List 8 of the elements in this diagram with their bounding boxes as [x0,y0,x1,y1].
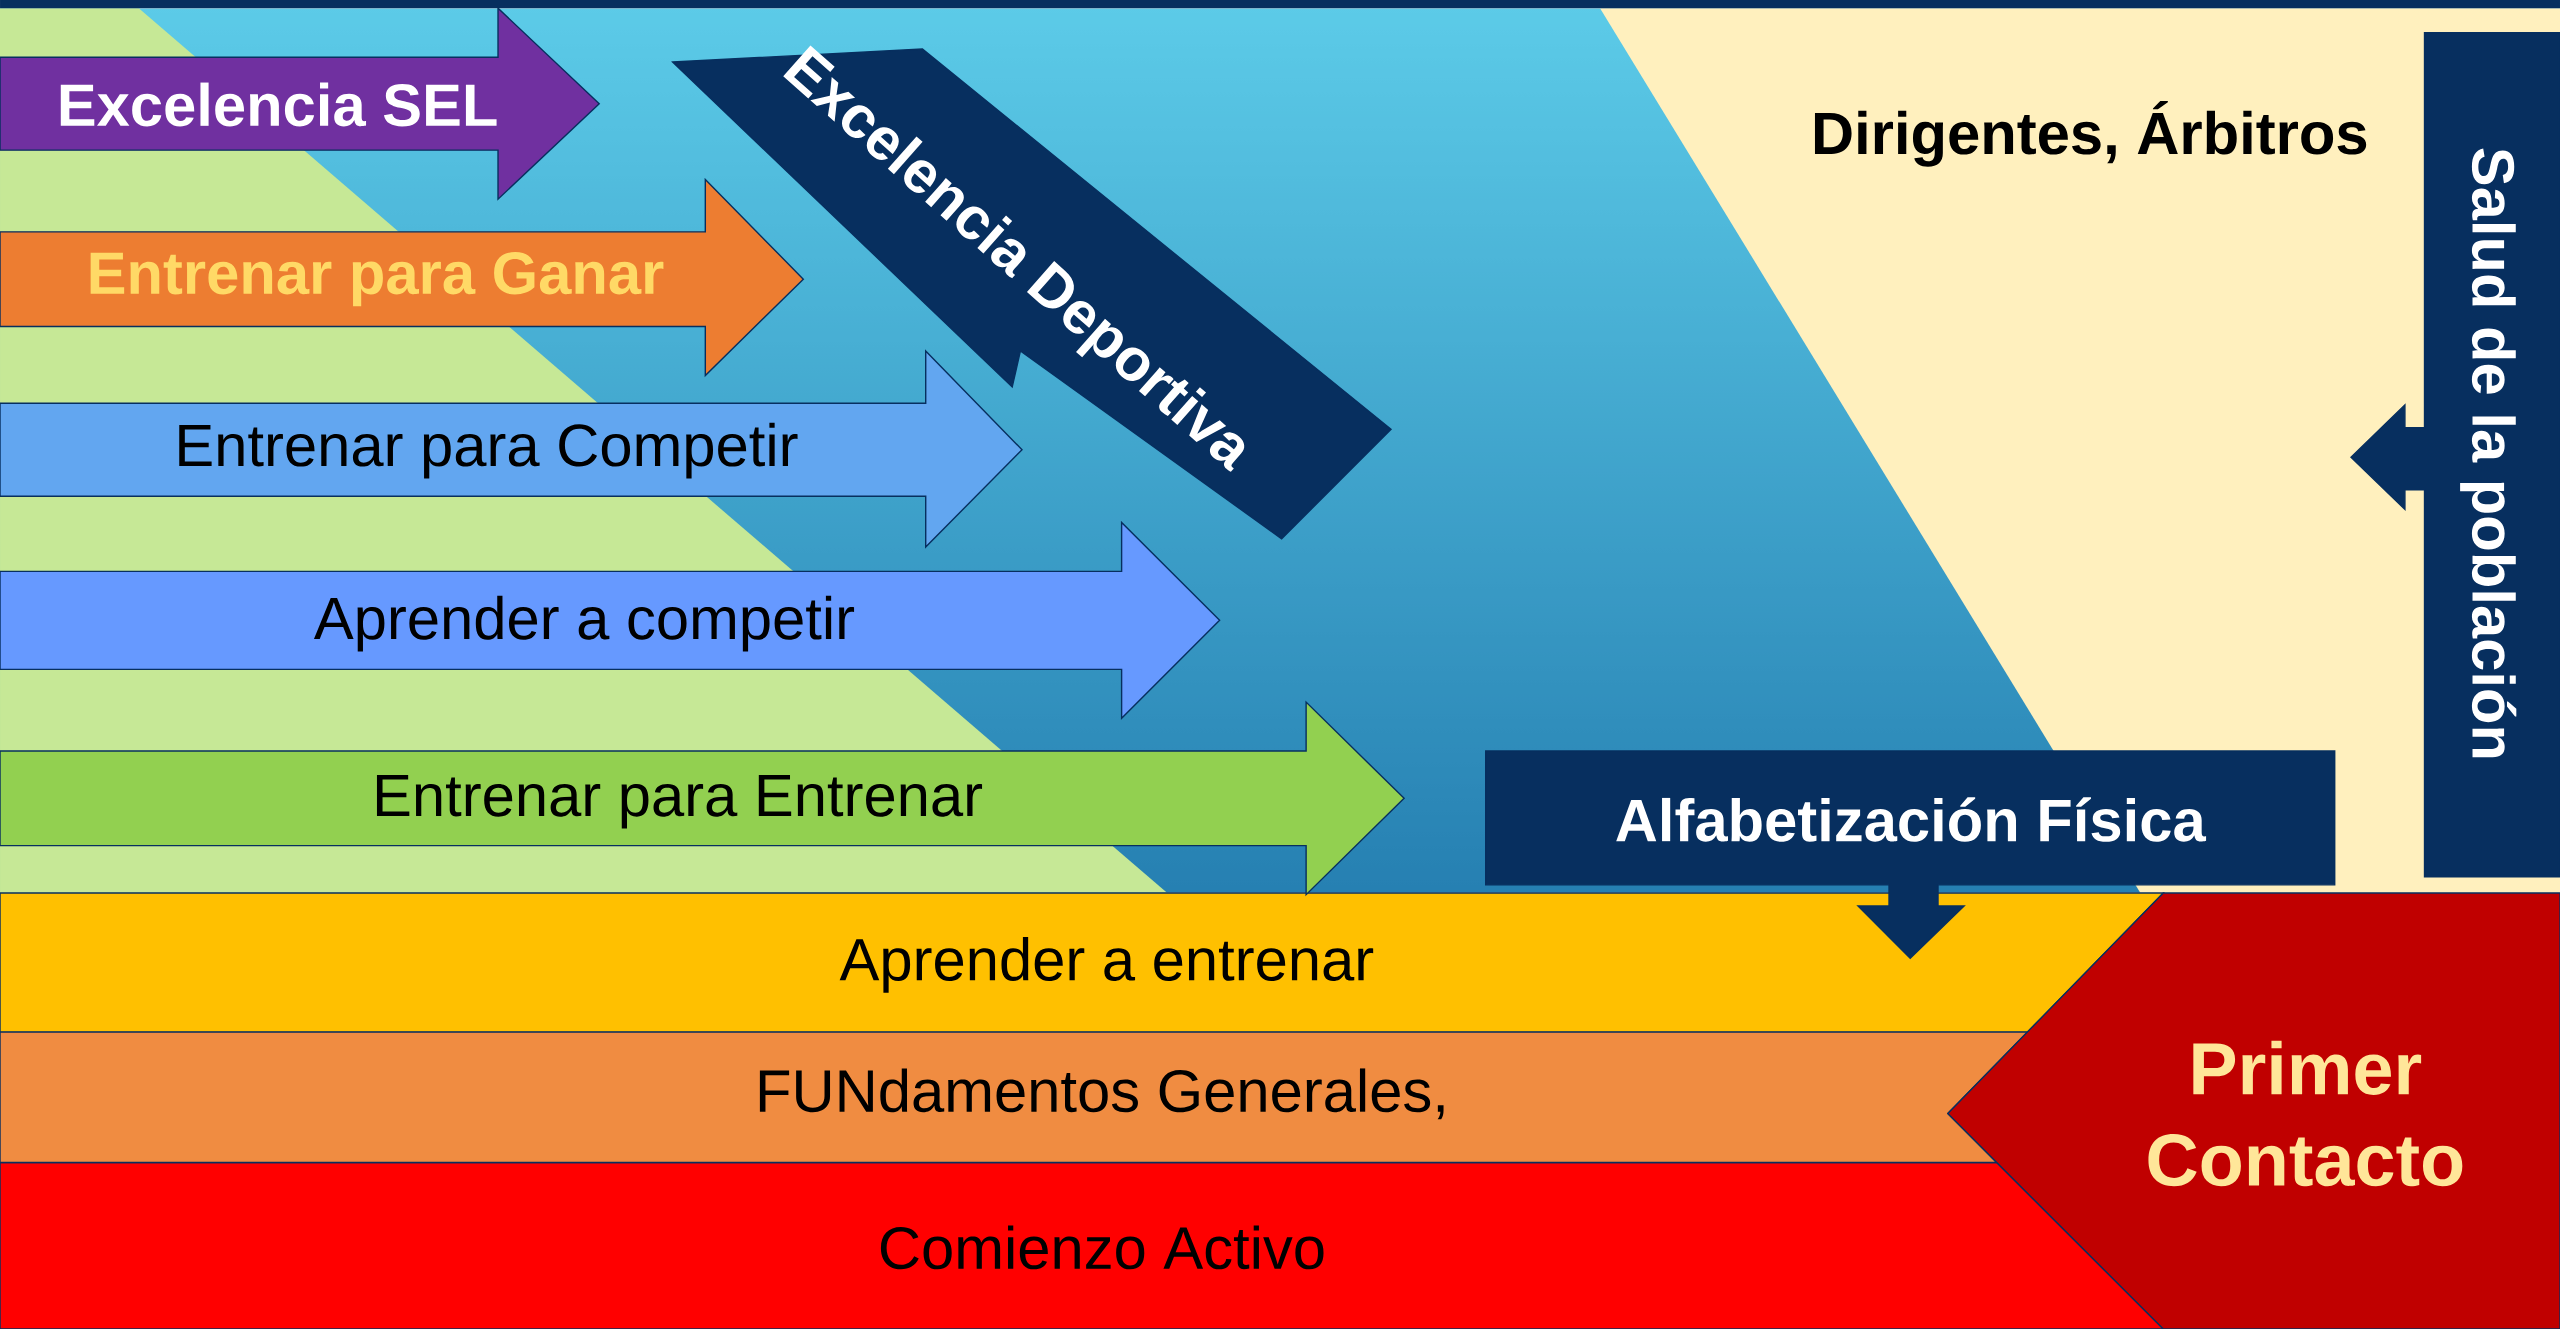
arrow-banner: Entrenar para Competir [0,349,1023,549]
stage-band: Aprender a entrenar [0,892,2165,1033]
stage-band: FUNdamentos Generales, [0,1031,2030,1164]
arrow-banner: Entrenar para Entrenar [0,700,1406,897]
arrow-banner: Entrenar para Ganar [0,177,805,378]
callout-box: Alfabetización Física [1485,750,2336,960]
arrow-banner: Aprender a competir [0,520,1221,721]
arrow-banner: Excelencia SEL [0,6,601,201]
